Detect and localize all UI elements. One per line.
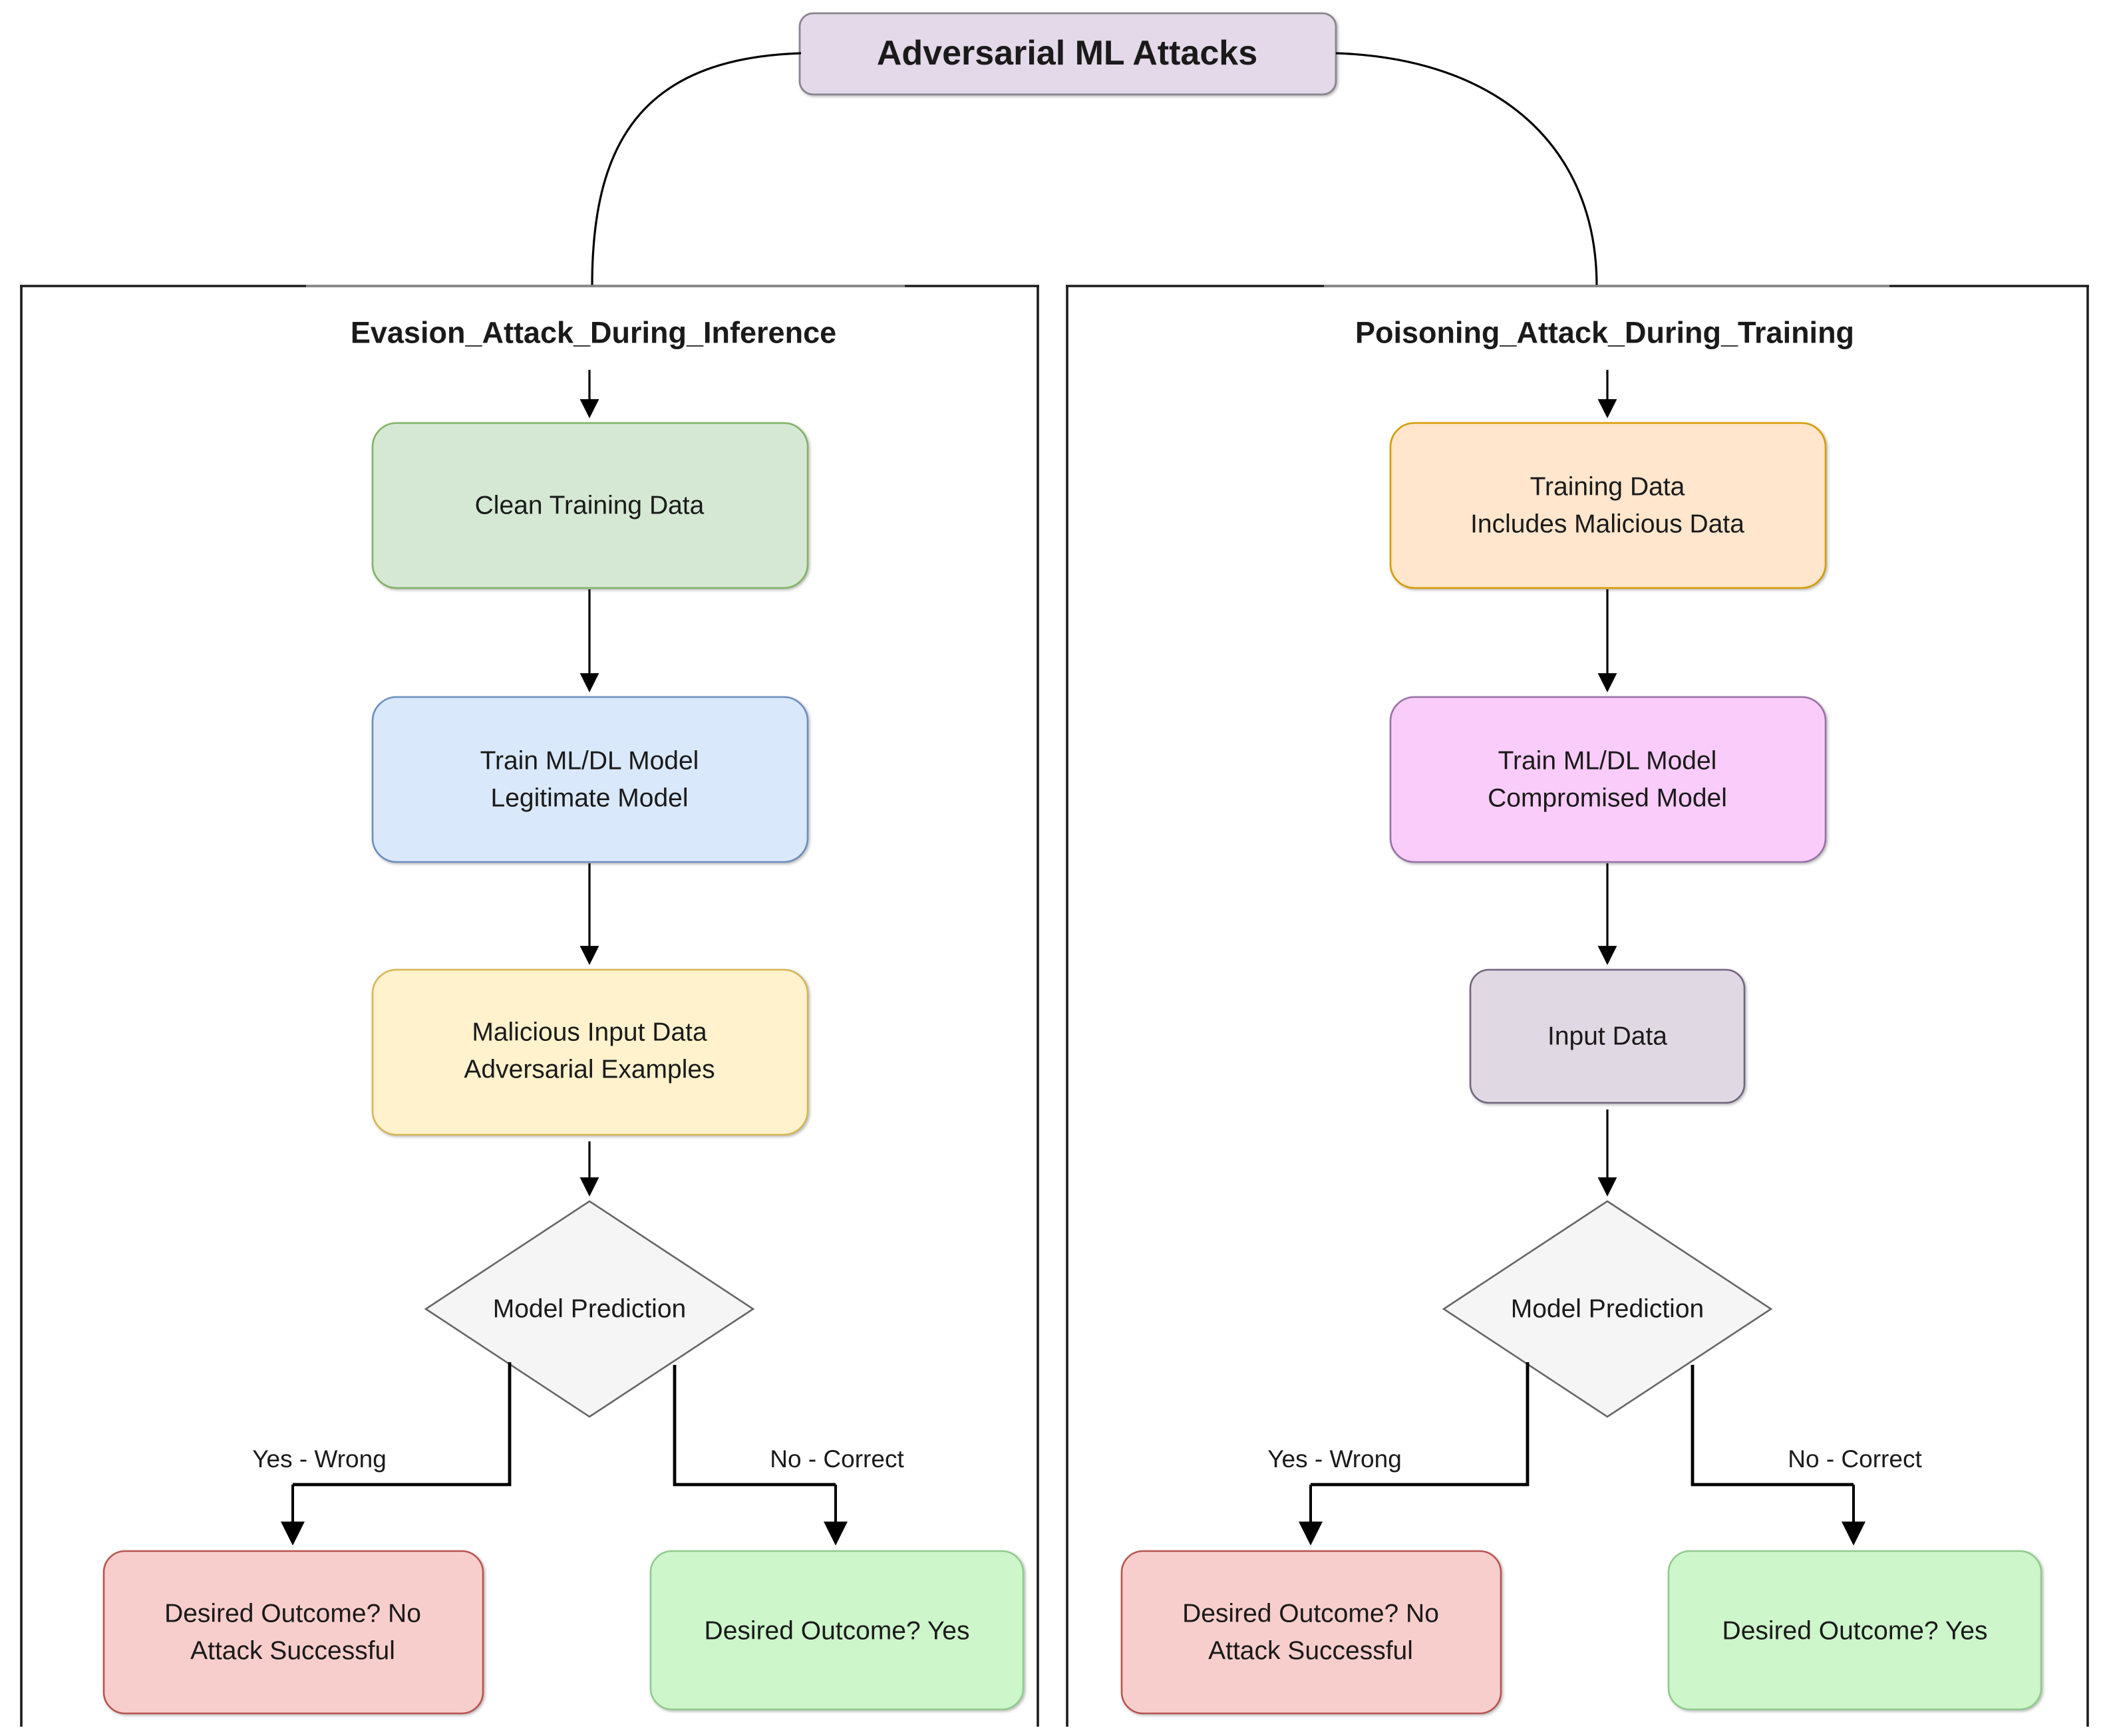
- node-input-data: Input Data: [1469, 968, 1746, 1104]
- panel-evasion-header: Evasion_Attack_During_Inference: [351, 316, 836, 350]
- branch-label-no: No - Correct: [1788, 1445, 1922, 1473]
- outcome-label: Desired Outcome? No: [164, 1600, 421, 1628]
- node-training-data-includes-malicious: Training Data Includes Malicious Data: [1389, 422, 1827, 589]
- node-label: Training Data: [1530, 473, 1685, 502]
- outcome-attack-successful: Desired Outcome? No Attack Successful: [1120, 1550, 1502, 1715]
- outcome-label: Desired Outcome? No: [1182, 1600, 1439, 1628]
- node-label: Malicious Input Data: [472, 1018, 707, 1047]
- node-box: [1469, 968, 1746, 1104]
- connector-root-to-evasion: [591, 52, 802, 287]
- node-box: [371, 696, 809, 863]
- node-box: [371, 968, 809, 1136]
- node-label: Clean Training Data: [475, 492, 705, 520]
- outcome-box: [649, 1550, 1025, 1711]
- decision-label: Model Prediction: [493, 1295, 686, 1324]
- node-label: Adversarial Examples: [464, 1056, 715, 1084]
- branch-label-yes: Yes - Wrong: [1267, 1445, 1402, 1473]
- node-label: Train ML/DL Model: [1498, 747, 1717, 776]
- node-box: [1389, 696, 1827, 863]
- node-malicious-input-data: Malicious Input Data Adversarial Example…: [371, 968, 809, 1136]
- node-train-mldl-compromised: Train ML/DL Model Compromised Model: [1389, 696, 1827, 863]
- decision-diamond: [424, 1200, 755, 1418]
- node-label: Legitimate Model: [491, 784, 689, 813]
- node-label: Includes Malicious Data: [1470, 510, 1744, 539]
- panel-evasion: Evasion_Attack_During_Inference Clean Tr…: [20, 285, 1039, 1727]
- node-label: Compromised Model: [1488, 784, 1727, 813]
- branch-line-no: [1691, 1365, 1854, 1487]
- outcome-box: [1120, 1550, 1502, 1715]
- outcome-label: Attack Successful: [190, 1637, 395, 1665]
- outcome-box: [102, 1550, 484, 1715]
- branch-line-no: [673, 1365, 836, 1487]
- decision-label: Model Prediction: [1511, 1295, 1704, 1324]
- decision-model-prediction: Model Prediction: [424, 1200, 755, 1418]
- connector-root-to-poisoning: [1335, 52, 1598, 287]
- node-train-mldl-legitimate: Train ML/DL Model Legitimate Model: [371, 696, 809, 863]
- outcome-attack-successful: Desired Outcome? No Attack Successful: [102, 1550, 484, 1715]
- decision-model-prediction: Model Prediction: [1442, 1200, 1773, 1418]
- branch-label-yes: Yes - Wrong: [252, 1445, 387, 1473]
- outcome-desired-yes: Desired Outcome? Yes: [649, 1550, 1025, 1711]
- panel-poisoning: Poisoning_Attack_During_Training Trainin…: [1066, 285, 2089, 1727]
- branch-label-no: No - Correct: [770, 1445, 904, 1473]
- branch-line-yes: [1311, 1362, 1530, 1487]
- root-node: Adversarial ML Attacks: [798, 12, 1337, 96]
- node-box: [1389, 422, 1827, 589]
- outcome-label: Desired Outcome? Yes: [1722, 1617, 1988, 1646]
- outcome-box: [1667, 1550, 2042, 1711]
- outcome-label: Desired Outcome? Yes: [705, 1617, 970, 1646]
- outcome-desired-yes: Desired Outcome? Yes: [1667, 1550, 2042, 1711]
- node-clean-training-data: Clean Training Data: [371, 422, 809, 589]
- node-label: Input Data: [1547, 1022, 1667, 1051]
- node-label: Train ML/DL Model: [480, 747, 699, 776]
- decision-diamond: [1442, 1200, 1773, 1418]
- outcome-label: Attack Successful: [1208, 1637, 1413, 1665]
- branch-line-yes: [293, 1362, 512, 1487]
- panel-poisoning-header: Poisoning_Attack_During_Training: [1355, 316, 1854, 350]
- node-box: [371, 422, 809, 589]
- root-node-label: Adversarial ML Attacks: [877, 34, 1257, 72]
